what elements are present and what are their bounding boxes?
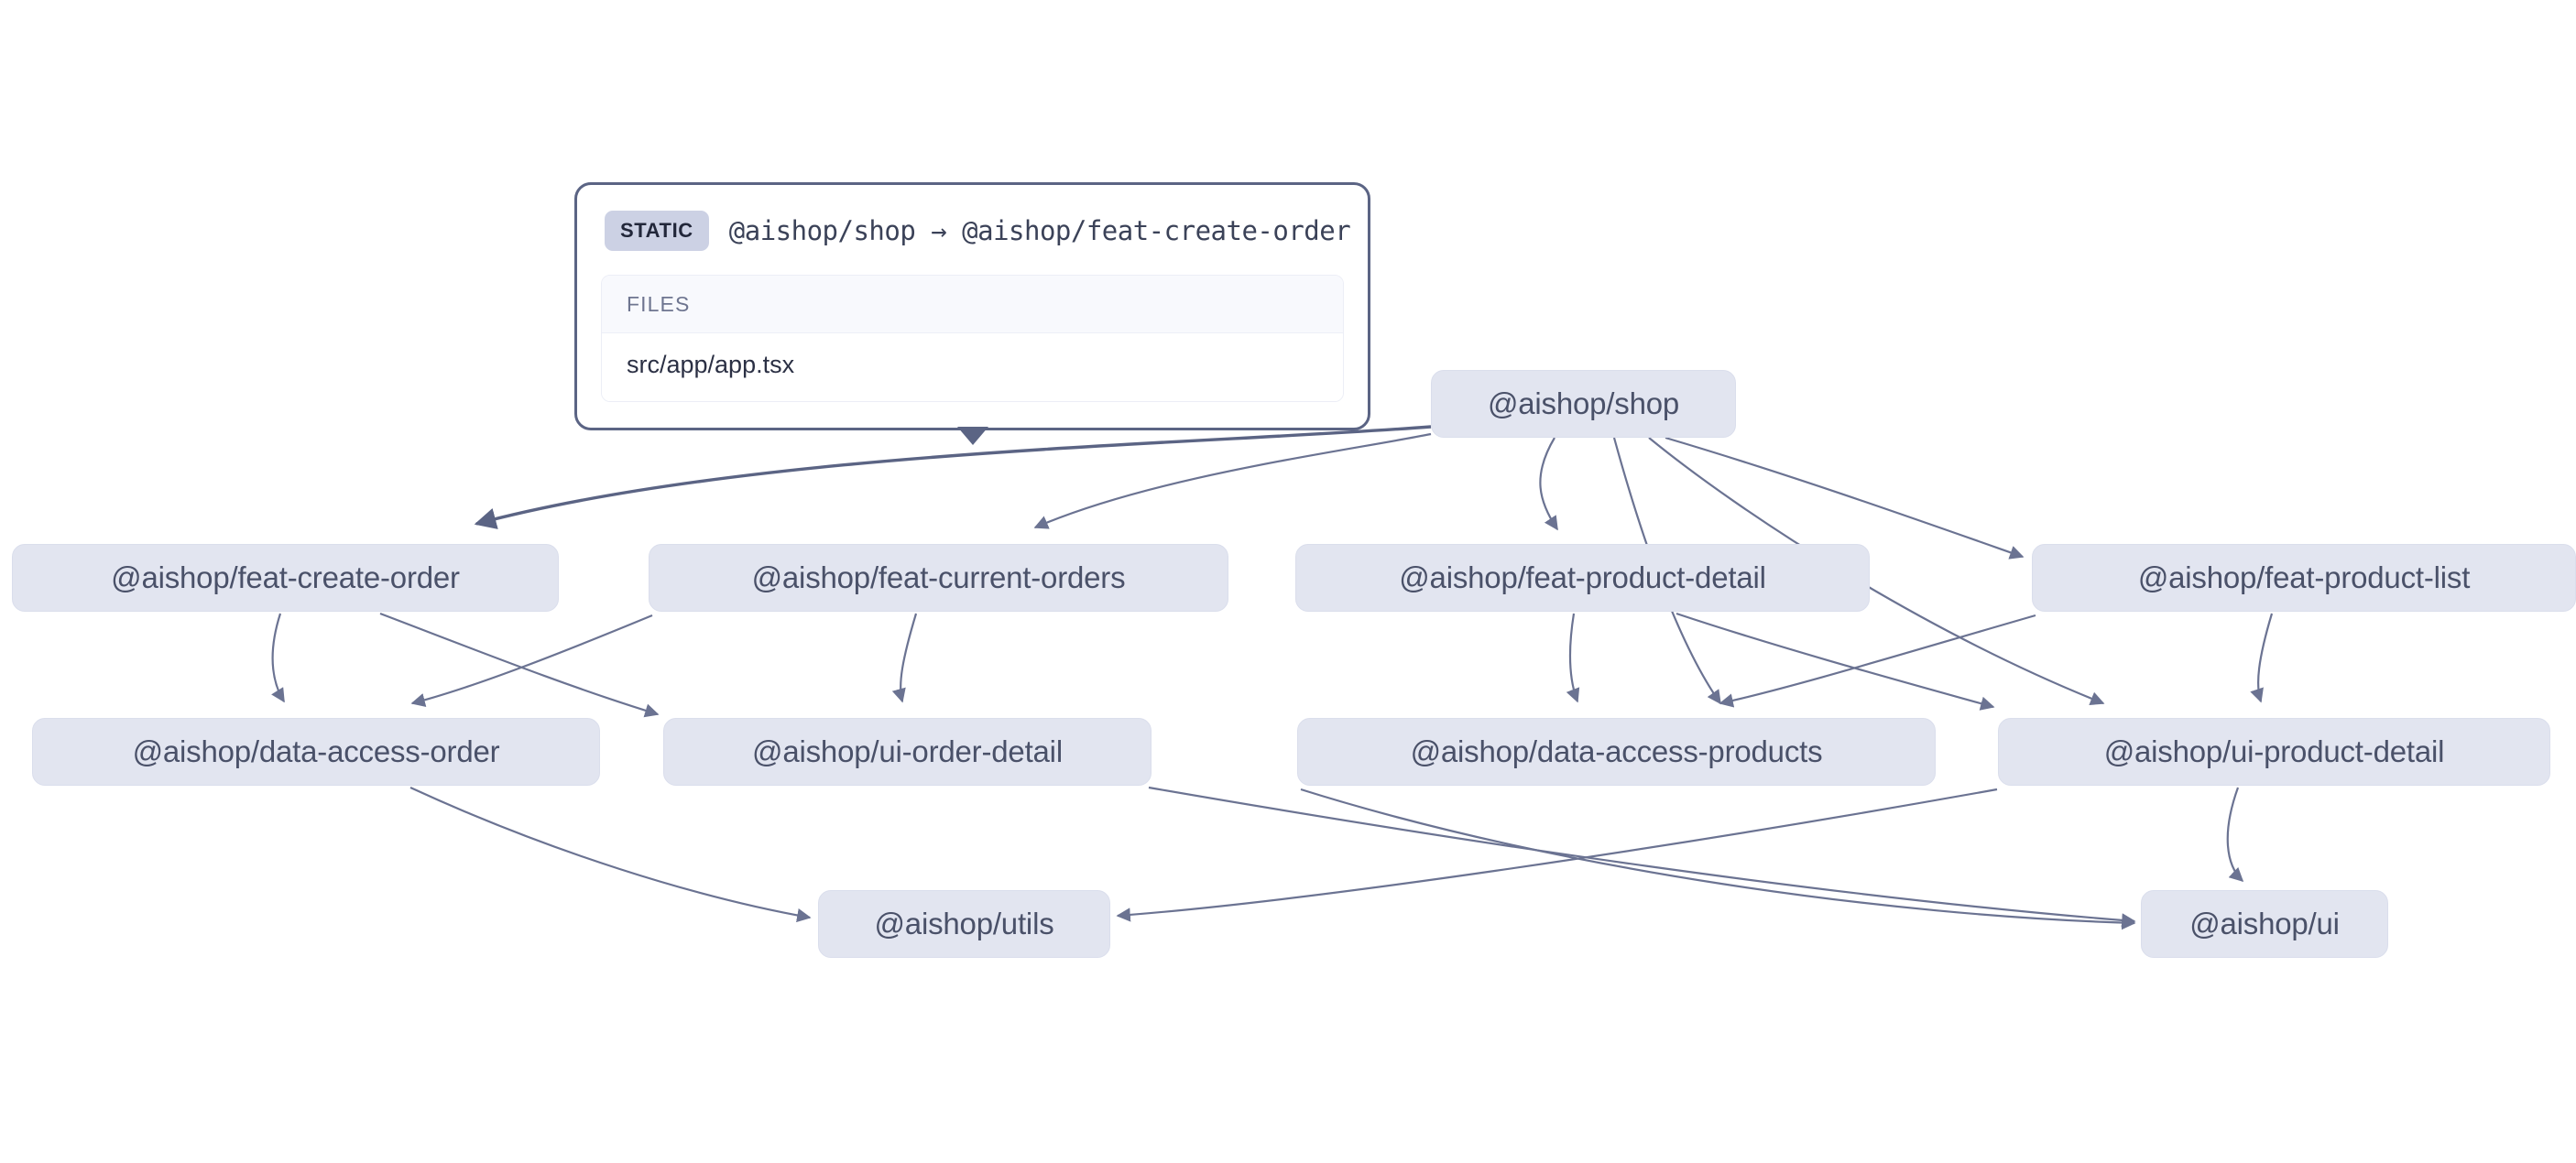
- graph-node-ui-order-detail[interactable]: @aishop/ui-order-detail: [663, 718, 1152, 786]
- graph-node-label: @aishop/ui-product-detail: [2103, 734, 2445, 768]
- graph-node-label: @aishop/feat-create-order: [111, 560, 460, 594]
- static-badge: STATIC: [605, 211, 709, 251]
- edge-feat-product-detail-to-data-access-products: [1566, 613, 1580, 703]
- edge-ui-product-detail-to-utils: [1116, 788, 1998, 922]
- edge-shop-to-feat-product-detail: [1539, 437, 1558, 531]
- tooltip-caret-icon: [956, 427, 988, 445]
- edge-data-access-order-to-utils: [409, 787, 812, 923]
- edge-shop-to-feat-create-order: [474, 425, 1432, 529]
- graph-node-label: @aishop/feat-product-list: [2137, 560, 2471, 594]
- files-section-header: FILES: [602, 276, 1343, 333]
- edge-data-access-products-to-ui: [1300, 788, 2136, 930]
- tooltip-files-panel: FILES src/app/app.tsx: [601, 275, 1344, 402]
- graph-node-ui-product-detail[interactable]: @aishop/ui-product-detail: [1998, 718, 2550, 786]
- graph-node-label: @aishop/utils: [874, 907, 1054, 940]
- graph-node-shop[interactable]: @aishop/shop: [1431, 370, 1736, 438]
- graph-node-data-access-order[interactable]: @aishop/data-access-order: [32, 718, 600, 786]
- edge-feat-create-order-to-ui-order-detail: [379, 612, 660, 718]
- graph-node-feat-current-orders[interactable]: @aishop/feat-current-orders: [649, 544, 1228, 612]
- graph-node-label: @aishop/feat-current-orders: [751, 560, 1126, 594]
- graph-node-feat-product-list[interactable]: @aishop/feat-product-list: [2032, 544, 2576, 612]
- edge-feat-current-orders-to-ui-order-detail: [891, 613, 918, 703]
- edge-ui-order-detail-to-ui: [1148, 786, 2136, 928]
- edge-shop-to-feat-current-orders: [1033, 432, 1432, 529]
- edge-feat-product-list-to-data-access-products: [1719, 614, 2036, 708]
- edge-details-tooltip[interactable]: STATIC @aishop/shop → @aishop/feat-creat…: [574, 182, 1370, 445]
- graph-node-label: @aishop/shop: [1487, 386, 1680, 420]
- edge-ui-product-detail-to-ui: [2226, 787, 2244, 883]
- edge-feat-current-orders-to-data-access-order: [410, 614, 653, 708]
- graph-node-label: @aishop/ui-order-detail: [752, 734, 1063, 768]
- edge-feat-product-list-to-ui-product-detail: [2250, 613, 2274, 703]
- graph-node-feat-create-order[interactable]: @aishop/feat-create-order: [12, 544, 559, 612]
- graph-node-feat-product-detail[interactable]: @aishop/feat-product-detail: [1295, 544, 1870, 612]
- graph-node-label: @aishop/feat-product-detail: [1399, 560, 1766, 594]
- tooltip-header: STATIC @aishop/shop → @aishop/feat-creat…: [601, 207, 1351, 251]
- edge-feat-create-order-to-data-access-order: [271, 613, 285, 703]
- graph-node-label: @aishop/data-access-products: [1410, 734, 1823, 768]
- graph-node-label: @aishop/ui: [2189, 907, 2340, 940]
- edge-feat-product-detail-to-ui-product-detail: [1675, 612, 1995, 711]
- graph-node-data-access-products[interactable]: @aishop/data-access-products: [1297, 718, 1936, 786]
- tooltip-title: @aishop/shop → @aishop/feat-create-order: [728, 215, 1351, 246]
- edge-shop-to-feat-product-list: [1665, 436, 2025, 560]
- file-list-item[interactable]: src/app/app.tsx: [602, 333, 1343, 401]
- graph-node-ui[interactable]: @aishop/ui: [2141, 890, 2388, 958]
- graph-node-label: @aishop/data-access-order: [132, 734, 500, 768]
- graph-node-utils[interactable]: @aishop/utils: [818, 890, 1110, 958]
